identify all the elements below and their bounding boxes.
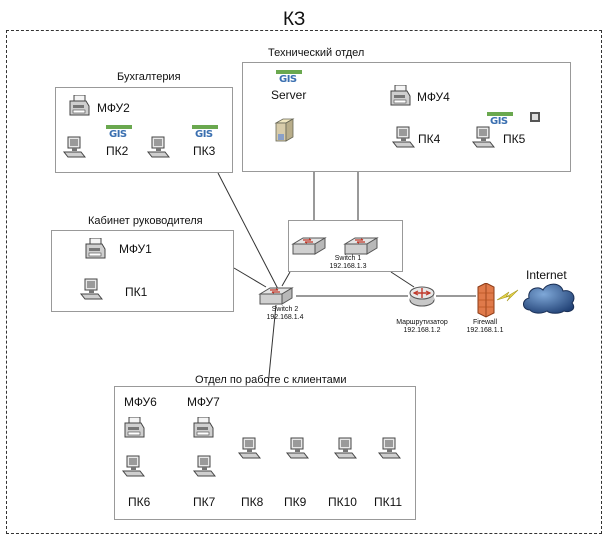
pc-icon [472,126,495,148]
gis-logo: GIS [276,70,302,86]
zone-director-label: Кабинет руководителя [88,215,203,227]
pk8-label: ПК8 [241,495,264,509]
switch-icon [344,237,378,255]
zone-accounting-label: Бухгалтерия [117,71,181,83]
firewall-name: Firewall [472,319,498,326]
pc-icon [80,278,103,300]
diagram-title: КЗ [283,9,306,30]
pk2-label: ПК2 [106,144,129,158]
printer-icon [390,85,411,106]
pc-icon [122,455,145,477]
zone-tech-label: Технический отдел [268,47,365,59]
pk11-label: ПК11 [374,495,403,509]
gis-logo: GIS [192,125,218,141]
switch-icon [292,237,326,255]
mfu7-label: МФУ7 [187,395,220,409]
mfu4-label: МФУ4 [417,90,450,104]
pc-icon [378,437,401,459]
cloud-icon [523,283,575,314]
firewall-ip: 192.168.1.1 [466,327,504,334]
link-clients-switch2 [267,304,277,387]
lightning-bolt [496,289,519,302]
pc-icon [334,437,357,459]
router-ip: 192.168.1.2 [403,327,441,334]
switch1-ip: 192.168.1.3 [329,263,367,270]
outer-boundary [6,30,602,534]
pc-icon [193,455,216,477]
pk3-label: ПК3 [193,144,216,158]
mfu2-label: МФУ2 [97,101,130,115]
mfu1-label: МФУ1 [119,242,152,256]
server-icon [275,118,294,142]
switch2-name: Switch 2 [271,306,299,313]
gis-logo: GIS [487,112,513,128]
pk7-label: ПК7 [193,495,216,509]
zone-clients [114,386,416,520]
pk9-label: ПК9 [284,495,307,509]
switch1-name: Switch 1 [334,255,362,262]
pk5-label: ПК5 [503,132,526,146]
link-accounting-switch2 [217,172,279,290]
lock-icon [530,112,540,122]
pk10-label: ПК10 [328,495,357,509]
server-label: Server [271,88,307,102]
switch2-ip: 192.168.1.4 [266,314,304,321]
link-director-switch2 [233,267,267,288]
pc-icon [286,437,309,459]
gis-logo: GIS [106,125,132,141]
pc-icon [392,126,415,148]
pc-icon [63,136,86,158]
switch-icon [259,287,293,305]
pk6-label: ПК6 [128,495,151,509]
pk1-label: ПК1 [125,285,148,299]
zone-tech [242,62,571,172]
mfu6-label: МФУ6 [124,395,157,409]
zone-director [51,230,234,312]
pc-icon [147,136,170,158]
link-switch1-switch2 [281,271,291,287]
router-icon [409,286,435,307]
link-switch1-router [390,271,415,288]
printer-icon [69,95,90,116]
firewall-icon [477,283,495,318]
pk4-label: ПК4 [418,132,441,146]
printer-icon [193,417,214,438]
internet-label: Internet [526,268,567,282]
printer-icon [124,417,145,438]
zone-clients-label: Отдел по работе с клиентами [195,374,347,386]
pc-icon [238,437,261,459]
printer-icon [85,238,106,259]
router-name: Маршрутизатор [396,319,448,326]
